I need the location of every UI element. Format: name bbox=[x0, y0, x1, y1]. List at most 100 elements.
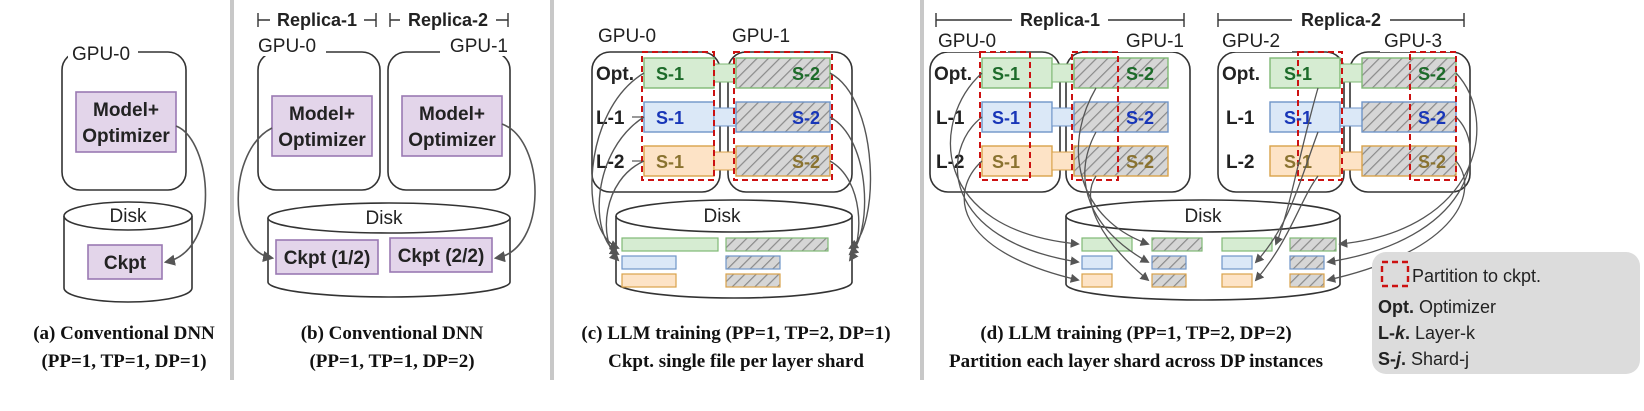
disk-top bbox=[1065, 199, 1341, 233]
gpu-0-label-bg bbox=[594, 26, 664, 46]
partition-outline bbox=[1409, 51, 1457, 181]
legend-layer-key: L- bbox=[1378, 323, 1395, 343]
disk-file bbox=[1081, 255, 1113, 270]
caption-line-2: (PP=1, TP=1, DP=1) bbox=[41, 351, 206, 372]
disk-label: Disk bbox=[704, 206, 741, 227]
save-arrow bbox=[1254, 131, 1319, 264]
legend-layer-value: Layer-k bbox=[1410, 323, 1476, 343]
disk-file bbox=[1151, 237, 1203, 252]
r1-l1-shard-2 bbox=[1073, 101, 1169, 133]
disk-file bbox=[1081, 237, 1133, 252]
gpu-label-bg bbox=[1380, 32, 1452, 52]
save-arrow bbox=[605, 160, 645, 262]
replica-1-label-bg bbox=[270, 8, 364, 30]
replica-1-label: Replica-1 bbox=[277, 10, 357, 30]
disk-file-l2-2 bbox=[725, 273, 781, 288]
disk-file bbox=[1289, 273, 1325, 288]
r1-l2-link bbox=[1051, 151, 1075, 171]
gpu-0-label-bg bbox=[256, 36, 326, 56]
save-arrow bbox=[1084, 131, 1150, 263]
optimizer-label: Optimizer bbox=[82, 126, 170, 147]
panel-a: GPU-0 Model+ Optimizer Disk Ckpt (a) Con… bbox=[33, 43, 215, 372]
caption-line-2: Ckpt. single file per layer shard bbox=[608, 351, 864, 372]
panel-c: GPU-0 GPU-1 Opt. L-1 L-2 S-1 S-2 S-1 S-2… bbox=[581, 26, 891, 372]
partition-outline-gpu0 bbox=[641, 51, 715, 181]
disk-body bbox=[1065, 216, 1341, 301]
legend-background bbox=[1372, 252, 1640, 374]
disk-file bbox=[1151, 255, 1187, 270]
save-arrow bbox=[1254, 175, 1319, 282]
disk-label: Disk bbox=[110, 206, 147, 227]
disk-label: Disk bbox=[1185, 206, 1222, 227]
legend-shard-value: Shard-j bbox=[1406, 349, 1469, 369]
model-label-2: Model+ bbox=[419, 104, 485, 125]
partition-swatch-icon bbox=[1380, 260, 1410, 288]
gpu-label-bg bbox=[1220, 32, 1292, 52]
gpu-1-label: GPU-1 bbox=[732, 26, 790, 47]
optimizer-label-2: Optimizer bbox=[408, 130, 496, 151]
l1-shard-2 bbox=[735, 101, 831, 133]
row-label-l1: L-1 bbox=[936, 108, 965, 129]
r1-opt-s1-label: S-1 bbox=[992, 64, 1020, 84]
gpu-label-bg bbox=[68, 43, 138, 63]
partition-outline bbox=[979, 51, 1031, 181]
gpu-1-label: GPU-1 bbox=[450, 36, 508, 57]
r1-l1-s2-label: S-2 bbox=[1126, 108, 1154, 128]
save-arrow bbox=[963, 160, 1080, 283]
gpu-1-label: GPU-1 bbox=[1126, 31, 1184, 52]
disk-file-opt-2 bbox=[725, 237, 829, 252]
ckpt-box bbox=[87, 244, 163, 280]
ckpt-label: Ckpt bbox=[104, 253, 147, 274]
opt-s1-label: S-1 bbox=[656, 64, 684, 84]
panel-b: Replica-1 Replica-2 GPU-0 GPU-1 Model+ O… bbox=[237, 8, 536, 372]
r1-opt-shard-1 bbox=[981, 57, 1053, 89]
model-optimizer-box bbox=[75, 91, 177, 153]
r1-l2-shard-2 bbox=[1073, 145, 1169, 177]
opt-shard-1 bbox=[643, 57, 715, 89]
legend-opt-value: Optimizer bbox=[1414, 297, 1496, 317]
r2-opt-link bbox=[1339, 63, 1363, 83]
model-label: Model+ bbox=[93, 100, 159, 121]
caption-line-2: (PP=1, TP=1, DP=2) bbox=[309, 351, 474, 372]
r2-l1-s1-label: S-1 bbox=[1284, 108, 1312, 128]
caption-line-1: (d) LLM training (PP=1, TP=2, DP=2) bbox=[980, 323, 1291, 344]
l1-s2-label: S-2 bbox=[792, 108, 820, 128]
disk-top bbox=[267, 202, 511, 234]
save-arrow bbox=[956, 116, 1080, 266]
replica-2-label: Replica-2 bbox=[1301, 10, 1381, 30]
model-optimizer-box-2 bbox=[401, 95, 503, 157]
legend: Partition to ckpt. Opt. Optimizer L-k. L… bbox=[1372, 252, 1640, 374]
r2-l2-link bbox=[1339, 151, 1363, 171]
gpu-0-label: GPU-0 bbox=[598, 26, 656, 47]
save-arrow bbox=[1274, 87, 1319, 246]
disk-file bbox=[1151, 273, 1187, 288]
r2-l1-s2-label: S-2 bbox=[1418, 108, 1446, 128]
r2-opt-s1-label: S-1 bbox=[1284, 64, 1312, 84]
l1-link bbox=[713, 107, 737, 127]
gpu-3-label: GPU-3 bbox=[1384, 31, 1442, 52]
row-label-l2: L-2 bbox=[1226, 152, 1255, 173]
r1-opt-s2-label: S-2 bbox=[1126, 64, 1154, 84]
disk-file bbox=[1221, 273, 1253, 288]
disk-file-l2-1 bbox=[621, 273, 677, 288]
legend-opt-key: Opt. bbox=[1378, 297, 1414, 317]
l2-shard-1 bbox=[643, 145, 715, 177]
partition-outline bbox=[1297, 51, 1343, 181]
r1-opt-link bbox=[1051, 63, 1075, 83]
r2-l1-link bbox=[1339, 107, 1363, 127]
optimizer-label-1: Optimizer bbox=[278, 130, 366, 151]
opt-s2-label: S-2 bbox=[792, 64, 820, 84]
disk-file-l1-2 bbox=[725, 255, 781, 270]
save-arrow bbox=[163, 125, 207, 266]
gpu-label-bg bbox=[936, 32, 1008, 52]
gpu-label-bg bbox=[1116, 32, 1186, 52]
l2-link bbox=[713, 151, 737, 171]
save-arrow bbox=[1089, 175, 1150, 282]
ckpt-2-box bbox=[389, 237, 493, 273]
r2-opt-shard-1 bbox=[1269, 57, 1341, 89]
r1-opt-shard-2 bbox=[1073, 57, 1169, 89]
r1-l1-link bbox=[1051, 107, 1075, 127]
model-label-1: Model+ bbox=[289, 104, 355, 125]
l2-s1-label: S-1 bbox=[656, 152, 684, 172]
disk-label: Disk bbox=[366, 208, 403, 229]
